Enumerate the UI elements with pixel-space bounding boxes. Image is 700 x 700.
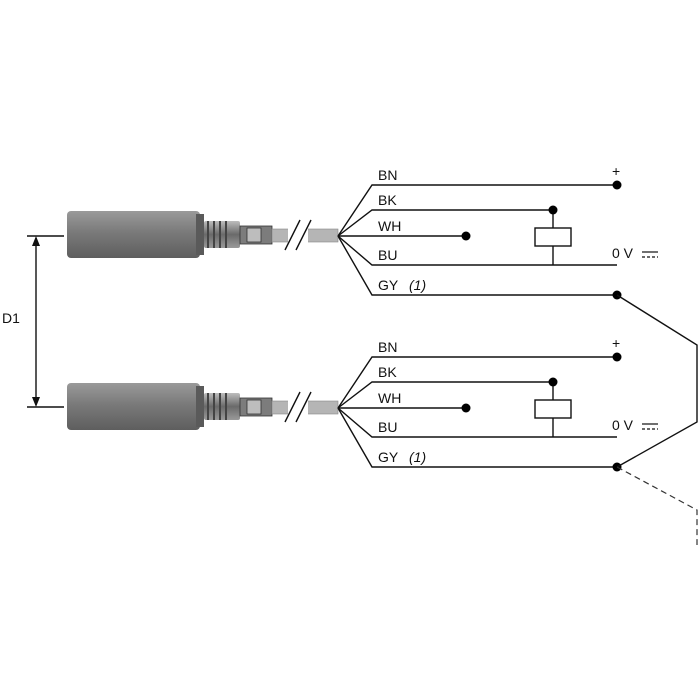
sensor-2-cable [271, 391, 339, 423]
gy-link-continuation [616, 466, 698, 545]
wire-label-gy: GY [378, 277, 399, 293]
sensor-1-wires [337, 184, 617, 296]
wire-bn [337, 184, 617, 237]
wire-label-bn: BN [378, 339, 397, 355]
terminal-dot [548, 205, 558, 215]
wire-note-gy: (1) [409, 449, 426, 465]
terminal-dot [612, 180, 622, 190]
zero-v-label: 0 V [612, 417, 634, 433]
wire-label-bk: BK [378, 364, 397, 380]
dc-symbol-icon [642, 251, 658, 258]
distance-dimension: D1 [2, 235, 64, 408]
wire-gy [337, 407, 617, 468]
wire-bk [337, 209, 553, 237]
sensor-1: BN BK WH BU GY (1) + 0 V [67, 163, 658, 300]
gy-link-wire [616, 294, 698, 468]
cable-break-mark-icon [284, 219, 301, 251]
wire-bn [337, 356, 617, 409]
dc-symbol-icon [642, 423, 658, 430]
sensor-2: BN BK WH BU GY (1) + 0 V [67, 335, 658, 472]
sensor-2-load [534, 382, 572, 437]
wire-label-bu: BU [378, 419, 397, 435]
wire-bk [337, 381, 553, 409]
wire-label-bu: BU [378, 247, 397, 263]
plus-label: + [612, 335, 620, 351]
terminal-dot [461, 403, 471, 413]
plus-label: + [612, 163, 620, 179]
sensor-2-body [67, 383, 204, 430]
cable-break-mark-icon [284, 391, 301, 423]
sensor-1-connector [204, 221, 273, 248]
wire-bu [337, 407, 617, 438]
wire-bu [337, 235, 617, 266]
sensor-1-load [534, 210, 572, 265]
load-icon [534, 227, 572, 247]
terminal-dot [548, 377, 558, 387]
wire-label-wh: WH [378, 390, 401, 406]
zero-v-label: 0 V [612, 245, 634, 261]
wire-gy [337, 235, 617, 296]
sensor-2-wires [337, 356, 617, 468]
wire-label-wh: WH [378, 218, 401, 234]
dimension-arrow-up-icon [32, 236, 40, 246]
sensor-2-connector [204, 393, 273, 420]
distance-label: D1 [2, 310, 20, 326]
sensor-1-cable [271, 219, 339, 251]
load-icon [534, 399, 572, 419]
dimension-arrow-down-icon [32, 397, 40, 407]
wire-note-gy: (1) [409, 277, 426, 293]
wire-label-bn: BN [378, 167, 397, 183]
wire-label-gy: GY [378, 449, 399, 465]
sensor-1-body [67, 211, 204, 258]
wire-label-bk: BK [378, 192, 397, 208]
terminal-dot [612, 352, 622, 362]
gy-interconnect [616, 294, 698, 545]
terminal-dot [461, 231, 471, 241]
